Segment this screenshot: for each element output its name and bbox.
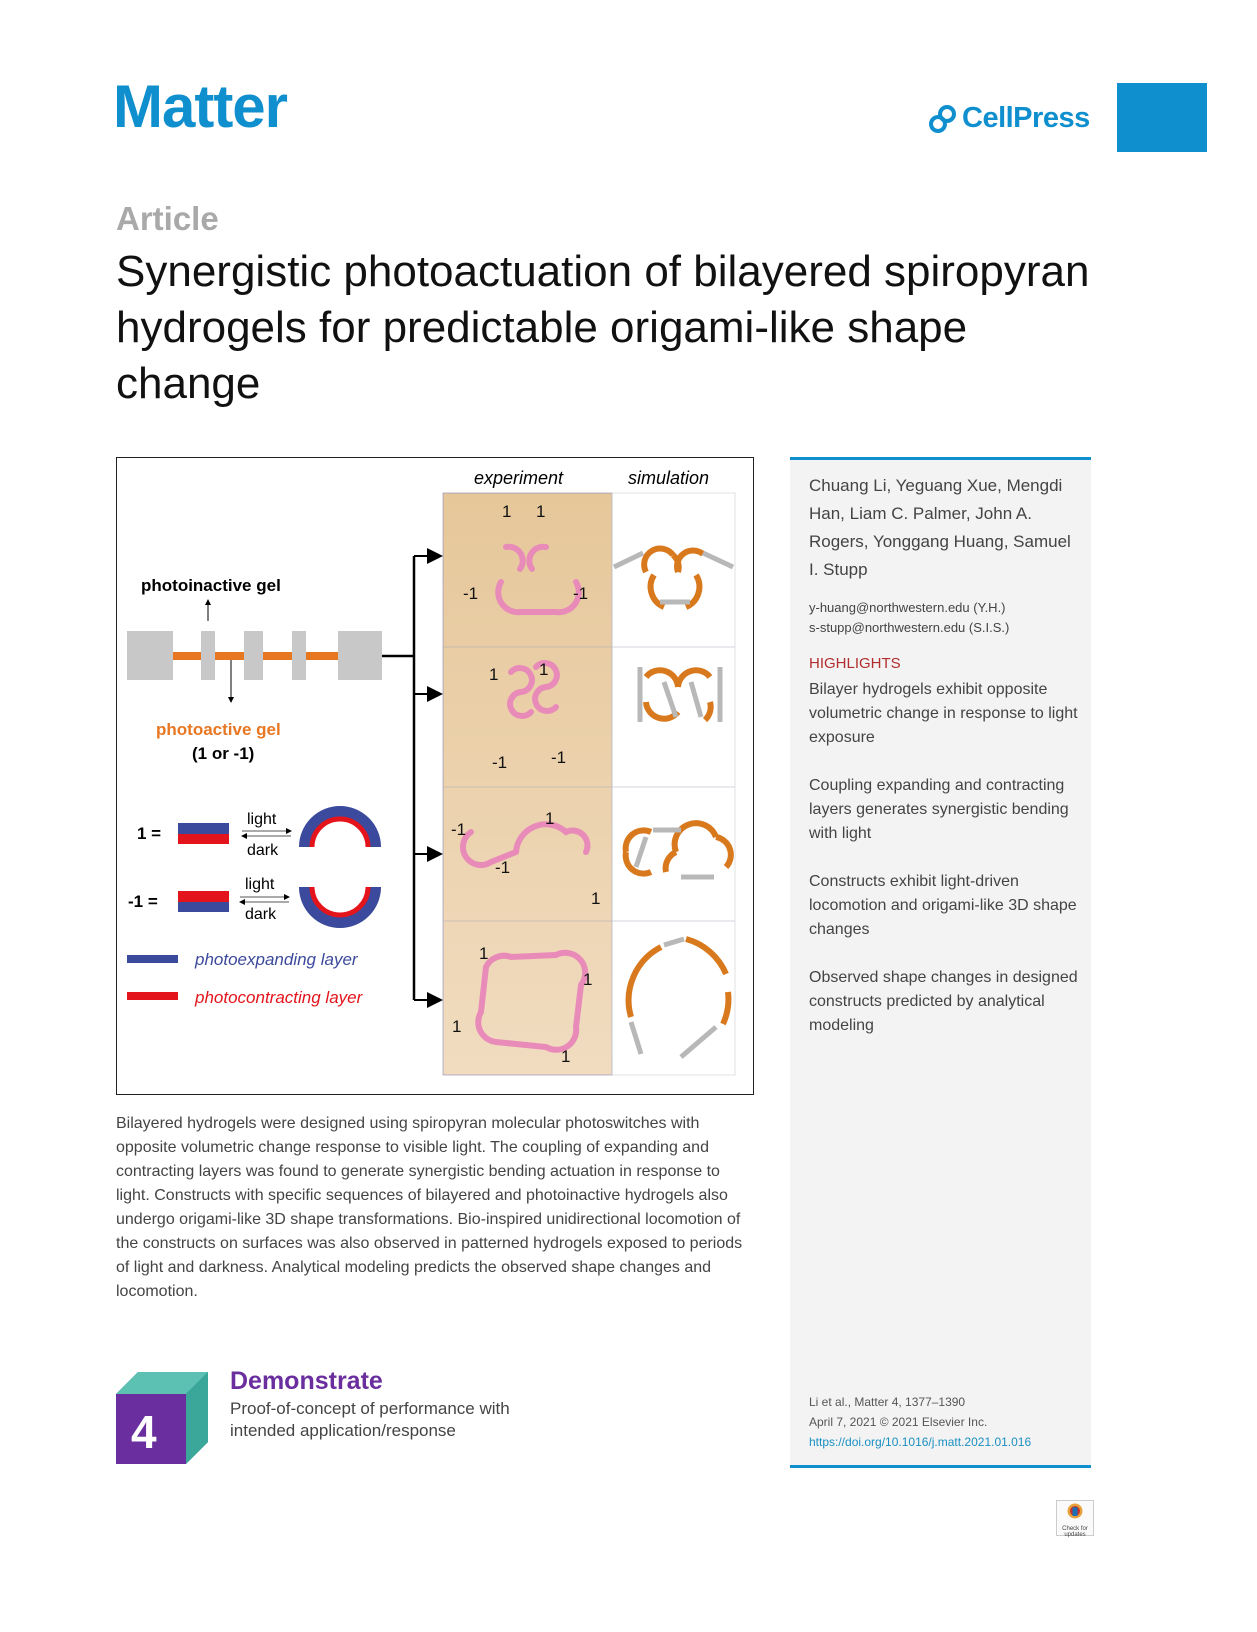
svg-text:dark: dark: [245, 906, 277, 923]
authors: Chuang Li, Yeguang Xue, Mengdi Han, Liam…: [809, 476, 1071, 579]
journal-logo: Matter: [113, 73, 288, 140]
simulation-shapes: [612, 545, 735, 1059]
legend: photoexpanding layer photocontracting la…: [127, 950, 364, 1007]
progress-level-icon: 4: [116, 1372, 208, 1464]
doi-link[interactable]: https://doi.org/10.1016/j.matt.2021.01.0…: [809, 1435, 1032, 1449]
experiment-shapes: [460, 543, 591, 1053]
highlight-item: Coupling expanding and contracting layer…: [809, 777, 1069, 842]
citation: Li et al., Matter 4, 1377–1390 April 7, …: [809, 1392, 1031, 1452]
abstract: Bilayered hydrogels were designed using …: [116, 1115, 743, 1300]
progress-title: Demonstrate: [230, 1367, 383, 1395]
email-link[interactable]: s-stupp@northwestern.edu (S.I.S.): [809, 620, 1010, 635]
svg-text:-1: -1: [551, 748, 566, 767]
svg-text:dark: dark: [247, 842, 279, 859]
publisher-name: CellPress: [962, 102, 1090, 134]
svg-text:-1: -1: [573, 584, 588, 603]
experiment-labels: 1 1 -1 -1 1 1 -1 -1 -1 1 -1 1 1 1 1 1: [451, 502, 600, 1066]
svg-text:-1: -1: [463, 584, 478, 603]
svg-text:1: 1: [545, 809, 554, 828]
crossmark-button[interactable]: Check for updates: [1056, 1500, 1094, 1538]
svg-text:1: 1: [502, 502, 511, 521]
label-photoinactive: photoinactive gel: [141, 576, 281, 595]
svg-text:1: 1: [452, 1017, 461, 1036]
legend-expanding: photoexpanding layer: [194, 950, 359, 969]
crossmark-icon: [1067, 1503, 1083, 1519]
svg-text:light: light: [247, 811, 277, 828]
svg-text:-1: -1: [495, 858, 510, 877]
graphical-abstract: experiment simulation 1 1 -1 -1 1 1 -1 -…: [116, 457, 754, 1095]
col-simulation: simulation: [628, 468, 709, 488]
svg-text:1: 1: [489, 665, 498, 684]
svg-text:1: 1: [479, 944, 488, 963]
svg-text:-1: -1: [492, 753, 507, 772]
svg-text:light: light: [245, 876, 275, 893]
svg-text:1: 1: [583, 970, 592, 989]
svg-text:-1: -1: [451, 820, 466, 839]
cellpress-icon: [929, 104, 956, 133]
svg-text:1: 1: [561, 1047, 570, 1066]
legend-contracting: photocontracting layer: [194, 988, 364, 1007]
highlights-title: HIGHLIGHTS: [809, 655, 901, 672]
highlight-item: Constructs exhibit light-driven locomoti…: [809, 873, 1077, 938]
svg-text:1: 1: [539, 660, 548, 679]
highlight-item: Bilayer hydrogels exhibit opposite volum…: [809, 681, 1078, 746]
progress-description: Proof-of-concept of performance with int…: [230, 1399, 510, 1440]
publisher-logo[interactable]: CellPress: [928, 102, 1090, 135]
emails: y-huang@northwestern.edu (Y.H.) s-stupp@…: [809, 598, 1009, 638]
bilayer-neg1: -1 = light dark: [128, 876, 381, 928]
citation-date: April 7, 2021 © 2021 Elsevier Inc.: [809, 1415, 988, 1429]
svg-text:1 =: 1 =: [137, 824, 161, 843]
col-experiment: experiment: [474, 468, 564, 488]
article-type: Article: [116, 200, 219, 237]
bilayer-1: 1 = light dark: [137, 806, 381, 859]
crossmark-label: Check for updates: [1062, 1526, 1088, 1538]
svg-text:1: 1: [536, 502, 545, 521]
label-photoactive: photoactive gel: [156, 720, 281, 739]
svg-text:-1 =: -1 =: [128, 892, 158, 911]
svg-text:1: 1: [591, 889, 600, 908]
progress-number: 4: [131, 1406, 157, 1458]
label-photoactive-values: (1 or -1): [192, 744, 254, 763]
sidebar: Chuang Li, Yeguang Xue, Mengdi Han, Liam…: [790, 457, 1091, 1468]
citation-ref: Li et al., Matter 4, 1377–1390: [809, 1395, 966, 1409]
connector-arrows: [382, 548, 443, 1008]
article-title: Synergistic photoactuation of bilayered …: [116, 247, 1090, 408]
email-link[interactable]: y-huang@northwestern.edu (Y.H.): [809, 600, 1006, 615]
highlight-item: Observed shape changes in designed const…: [809, 969, 1078, 1034]
brand-tab: [1117, 83, 1207, 152]
hydrogel-strip: [127, 631, 382, 680]
highlights-list: Bilayer hydrogels exhibit opposite volum…: [809, 678, 1084, 1062]
